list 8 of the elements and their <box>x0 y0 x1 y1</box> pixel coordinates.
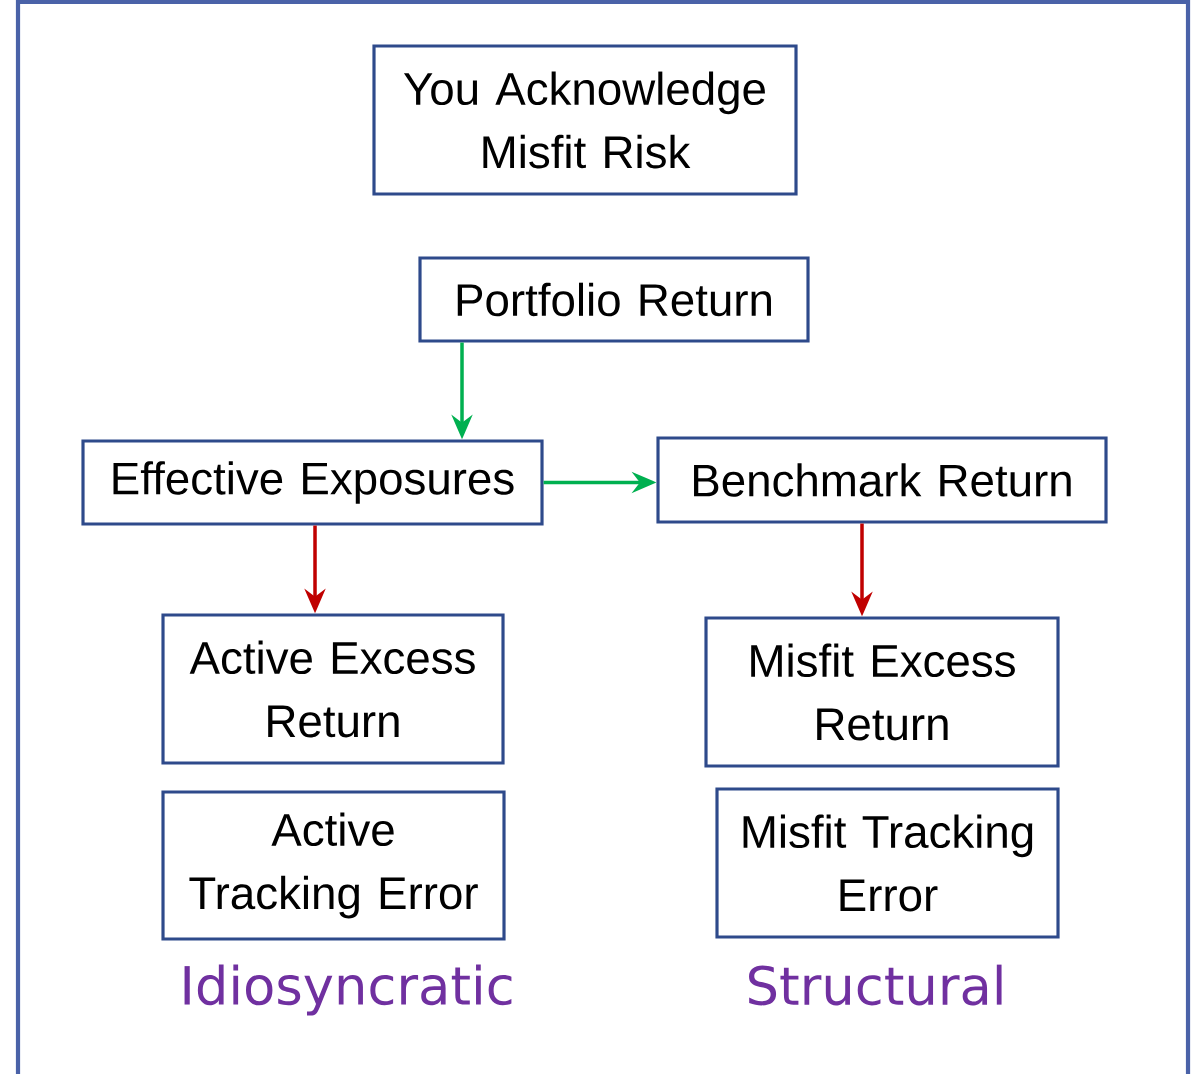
process-box: You Acknowledge Misfit Risk <box>372 44 798 196</box>
process-box: Misfit Tracking Error <box>715 787 1060 939</box>
process-box: Active Tracking Error <box>161 790 506 941</box>
process-box: Benchmark Return <box>656 436 1108 524</box>
process-box: Effective Exposures <box>81 439 544 526</box>
process-box: Portfolio Return <box>418 256 810 343</box>
process-box: Active Excess Return <box>161 613 505 765</box>
process-box: Misfit Excess Return <box>704 616 1060 768</box>
